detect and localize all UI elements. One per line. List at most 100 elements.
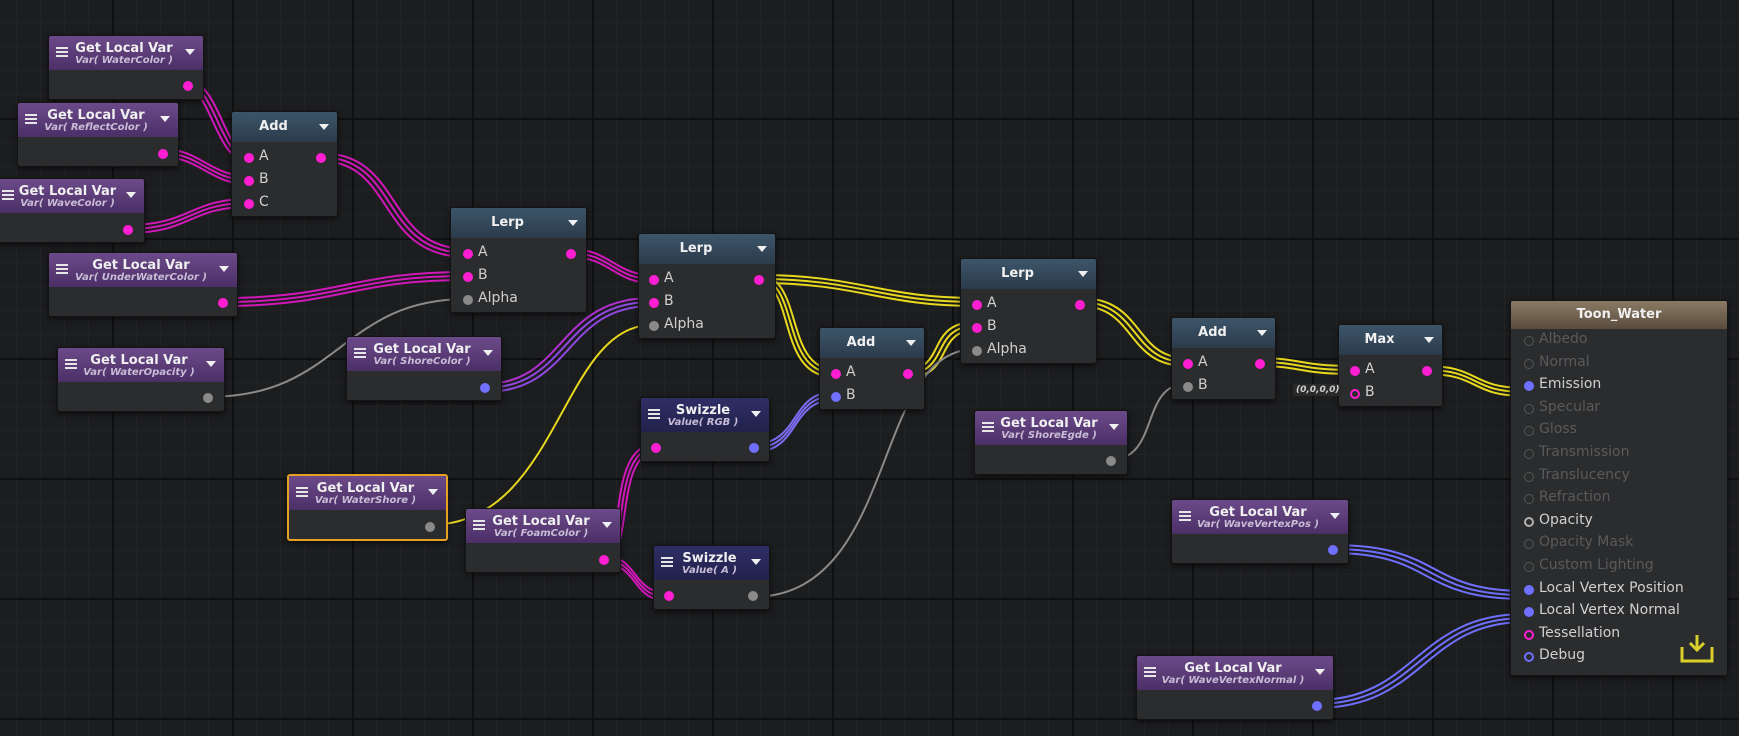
node-get-local-var-shorecolor[interactable]: Get Local Var Var( ShoreColor ) (346, 336, 502, 401)
output-input-port[interactable] (1524, 381, 1534, 392)
hamburger-menu-icon[interactable] (65, 359, 77, 371)
output-input-port[interactable] (1524, 652, 1534, 663)
output-input-port[interactable] (1524, 336, 1534, 346)
node-get-local-var-shoreedge[interactable]: Get Local Var Var( ShoreEgde ) (974, 410, 1128, 475)
chevron-down-icon[interactable] (1078, 271, 1088, 277)
output-port[interactable] (1328, 545, 1338, 555)
input-port[interactable] (664, 591, 674, 601)
input-port-b[interactable] (1350, 389, 1360, 399)
chevron-down-icon[interactable] (483, 350, 493, 356)
node-add-3[interactable]: Add A B (1171, 317, 1276, 400)
hamburger-menu-icon[interactable] (56, 264, 68, 276)
input-port[interactable] (651, 443, 661, 453)
node-swizzle-rgb[interactable]: Swizzle Value( RGB ) (640, 397, 770, 462)
output-input-port[interactable] (1524, 449, 1534, 459)
input-port-a[interactable] (649, 275, 659, 285)
node-header[interactable]: Lerp (961, 259, 1096, 289)
download-tray-icon[interactable] (1679, 633, 1715, 665)
chevron-down-icon[interactable] (126, 192, 136, 198)
node-get-local-var-watershore[interactable]: Get Local Var Var( WaterShore ) (287, 474, 448, 541)
chevron-down-icon[interactable] (1330, 513, 1340, 519)
output-input-port[interactable] (1524, 562, 1534, 572)
hamburger-menu-icon[interactable] (25, 114, 37, 126)
output-port[interactable] (1312, 701, 1322, 711)
hamburger-menu-icon[interactable] (354, 348, 366, 360)
hamburger-menu-icon[interactable] (1144, 667, 1156, 679)
output-input-port[interactable] (1524, 426, 1534, 437)
chevron-down-icon[interactable] (906, 340, 916, 346)
input-port-a[interactable] (244, 153, 254, 163)
output-port[interactable] (599, 555, 609, 565)
chevron-down-icon[interactable] (602, 522, 612, 528)
node-header[interactable]: Get Local Var Var( ReflectColor ) (18, 103, 178, 137)
output-port[interactable] (1106, 456, 1116, 466)
node-get-local-var-wavevertexnormal[interactable]: Get Local Var Var( WaveVertexNormal ) (1136, 655, 1334, 720)
output-port[interactable] (749, 443, 759, 453)
chevron-down-icon[interactable] (751, 559, 761, 565)
input-port-alpha[interactable] (649, 321, 659, 331)
node-get-local-var-foamcolor[interactable]: Get Local Var Var( FoamColor ) (465, 508, 621, 573)
node-header[interactable]: Get Local Var Var( WaveVertexNormal ) (1137, 656, 1333, 690)
input-port-a[interactable] (1183, 359, 1193, 369)
input-port-b[interactable] (1183, 382, 1193, 392)
hamburger-menu-icon[interactable] (982, 422, 994, 434)
node-header[interactable]: Get Local Var Var( WaterShore ) (289, 476, 446, 510)
node-add-2[interactable]: Add A B (819, 327, 925, 410)
chevron-down-icon[interactable] (751, 411, 761, 417)
output-input-port[interactable] (1524, 539, 1534, 550)
node-lerp-3[interactable]: Lerp A B Alpha (960, 258, 1097, 364)
node-swizzle-a[interactable]: Swizzle Value( A ) (653, 545, 770, 610)
chevron-down-icon[interactable] (1257, 330, 1267, 336)
output-port[interactable] (1255, 359, 1265, 369)
input-port-a[interactable] (831, 369, 841, 379)
node-header[interactable]: Add (820, 328, 924, 358)
output-port[interactable] (203, 393, 213, 403)
node-header[interactable]: Get Local Var Var( WaterColor ) (49, 36, 203, 70)
output-port[interactable] (218, 298, 228, 308)
output-port[interactable] (158, 149, 168, 159)
input-port-b[interactable] (831, 392, 841, 402)
input-port-alpha[interactable] (463, 295, 473, 305)
output-input-port[interactable] (1524, 358, 1534, 369)
hamburger-menu-icon[interactable] (661, 557, 673, 569)
node-get-local-var-watercolor[interactable]: Get Local Var Var( WaterColor ) (48, 35, 204, 100)
node-max[interactable]: Max A B (1338, 324, 1443, 407)
node-lerp-1[interactable]: Lerp A B Alpha (450, 207, 587, 313)
output-port[interactable] (748, 591, 758, 601)
node-header[interactable]: Lerp (639, 234, 775, 264)
node-header[interactable]: Toon_Water (1511, 301, 1727, 329)
node-header[interactable]: Add (1172, 318, 1275, 348)
output-port[interactable] (316, 153, 326, 163)
node-header[interactable]: Get Local Var Var( WaveColor ) (0, 179, 144, 213)
node-header[interactable]: Swizzle Value( A ) (654, 546, 769, 580)
chevron-down-icon[interactable] (319, 124, 329, 130)
output-port[interactable] (754, 275, 764, 285)
output-port[interactable] (123, 225, 133, 235)
output-input-port[interactable] (1524, 584, 1534, 595)
node-add-1[interactable]: Add A B C (231, 111, 338, 217)
node-header[interactable]: Get Local Var Var( WaterOpacity ) (58, 348, 224, 382)
chevron-down-icon[interactable] (219, 266, 229, 272)
output-port[interactable] (183, 81, 193, 91)
hamburger-menu-icon[interactable] (1179, 511, 1191, 523)
chevron-down-icon[interactable] (1424, 337, 1434, 343)
chevron-down-icon[interactable] (1315, 669, 1325, 675)
hamburger-menu-icon[interactable] (296, 487, 308, 499)
node-header[interactable]: Swizzle Value( RGB ) (641, 398, 769, 432)
output-input-port[interactable] (1524, 471, 1534, 482)
output-input-port[interactable] (1524, 607, 1534, 618)
input-port-b[interactable] (649, 298, 659, 308)
input-port-b[interactable] (972, 323, 982, 333)
input-port-c[interactable] (244, 199, 254, 209)
node-get-local-var-reflectcolor[interactable]: Get Local Var Var( ReflectColor ) (17, 102, 179, 167)
node-header[interactable]: Get Local Var Var( UnderWaterColor ) (49, 253, 237, 287)
node-header[interactable]: Get Local Var Var( WaveVertexPos ) (1172, 500, 1348, 534)
output-port[interactable] (1075, 300, 1085, 310)
node-header[interactable]: Max (1339, 325, 1442, 355)
output-port[interactable] (480, 383, 490, 393)
output-port[interactable] (903, 369, 913, 379)
chevron-down-icon[interactable] (568, 220, 578, 226)
hamburger-menu-icon[interactable] (648, 409, 660, 421)
chevron-down-icon[interactable] (757, 246, 767, 252)
